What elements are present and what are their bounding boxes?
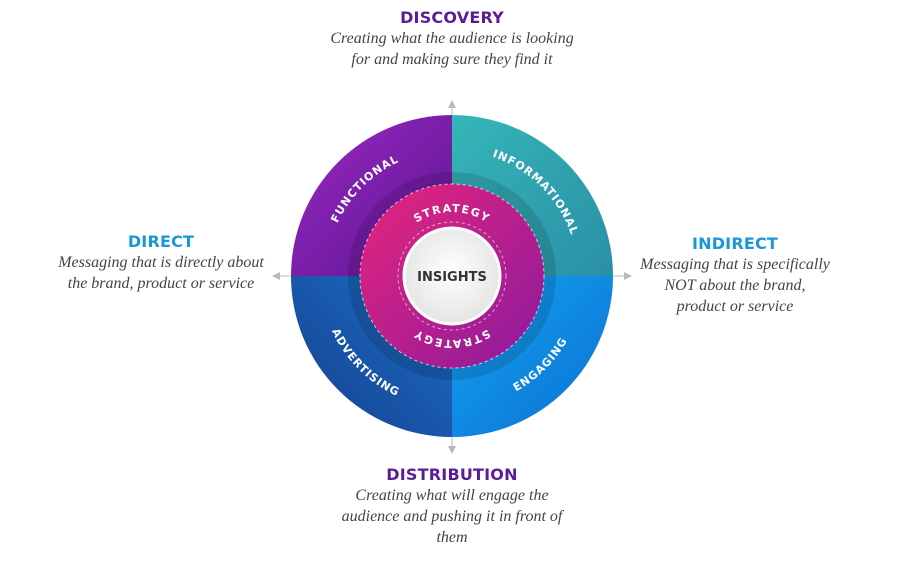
direct-description: Messaging that is directly about the bra… (58, 254, 264, 292)
distribution-description: Creating what will engage the audience a… (341, 487, 563, 546)
indirect-description: Messaging that is specifically NOT about… (640, 256, 830, 315)
direct-title: DIRECT (127, 232, 195, 251)
discovery-title: DISCOVERY (400, 8, 504, 27)
indirect-label: INDIRECT Messaging that is specifically … (640, 234, 830, 317)
direct-label: DIRECT Messaging that is directly about … (56, 232, 266, 294)
insights-circle (402, 226, 502, 326)
indirect-title: INDIRECT (691, 234, 779, 253)
discovery-label: DISCOVERY Creating what the audience is … (330, 8, 574, 70)
strategy-inner-dashes (397, 221, 507, 331)
distribution-title: DISTRIBUTION (386, 465, 518, 484)
distribution-label: DISTRIBUTION Creating what will engage t… (330, 465, 574, 548)
center-label: INSIGHTS (417, 270, 487, 285)
discovery-description: Creating what the audience is looking fo… (330, 30, 574, 68)
strategy-ring-dashes (359, 183, 545, 369)
